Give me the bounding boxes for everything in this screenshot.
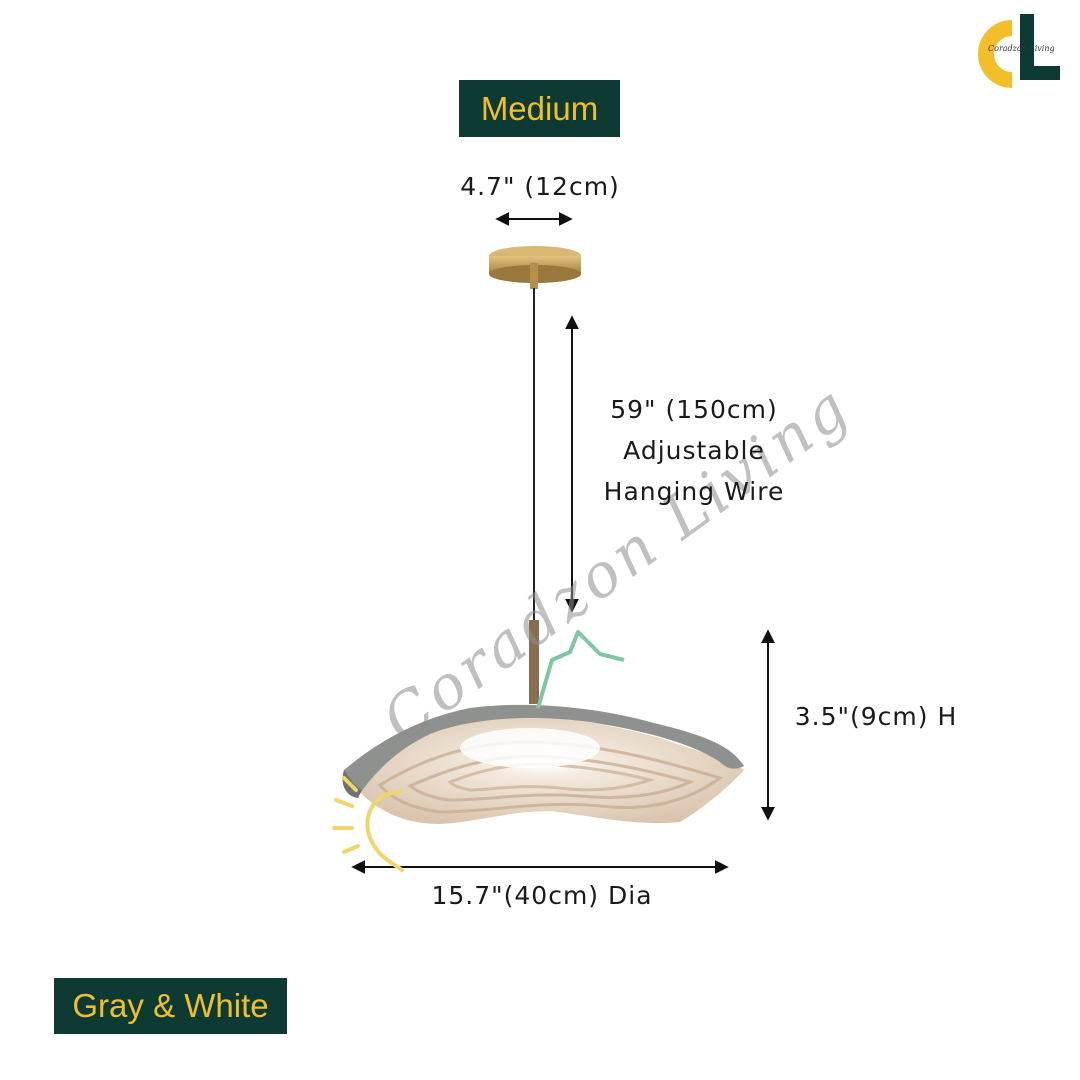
wire-length-line-1: 59" (150cm) xyxy=(610,395,778,424)
color-badge: Gray & White xyxy=(54,978,287,1034)
wire-length-line-3: Hanging Wire xyxy=(603,477,785,506)
ceiling-canopy xyxy=(489,246,581,289)
watermark-house-icon xyxy=(536,630,625,709)
watermark-bulb-icon xyxy=(332,776,404,872)
height-label: 3.5"(9cm) H xyxy=(794,702,958,731)
lamp-shade xyxy=(342,704,744,824)
wire-length-line-2: Adjustable xyxy=(623,436,765,465)
diameter-label: 15.7"(40cm) Dia xyxy=(431,881,653,910)
brand-logo-text: Coradzon Living xyxy=(988,44,1055,53)
wire-length-label: 59" (150cm) Adjustable Hanging Wire xyxy=(584,389,804,512)
size-badge: Medium xyxy=(459,80,620,137)
wire-rod xyxy=(529,620,539,704)
canopy-width-label: 4.7" (12cm) xyxy=(460,172,620,201)
brand-logo-icon xyxy=(978,14,1060,88)
